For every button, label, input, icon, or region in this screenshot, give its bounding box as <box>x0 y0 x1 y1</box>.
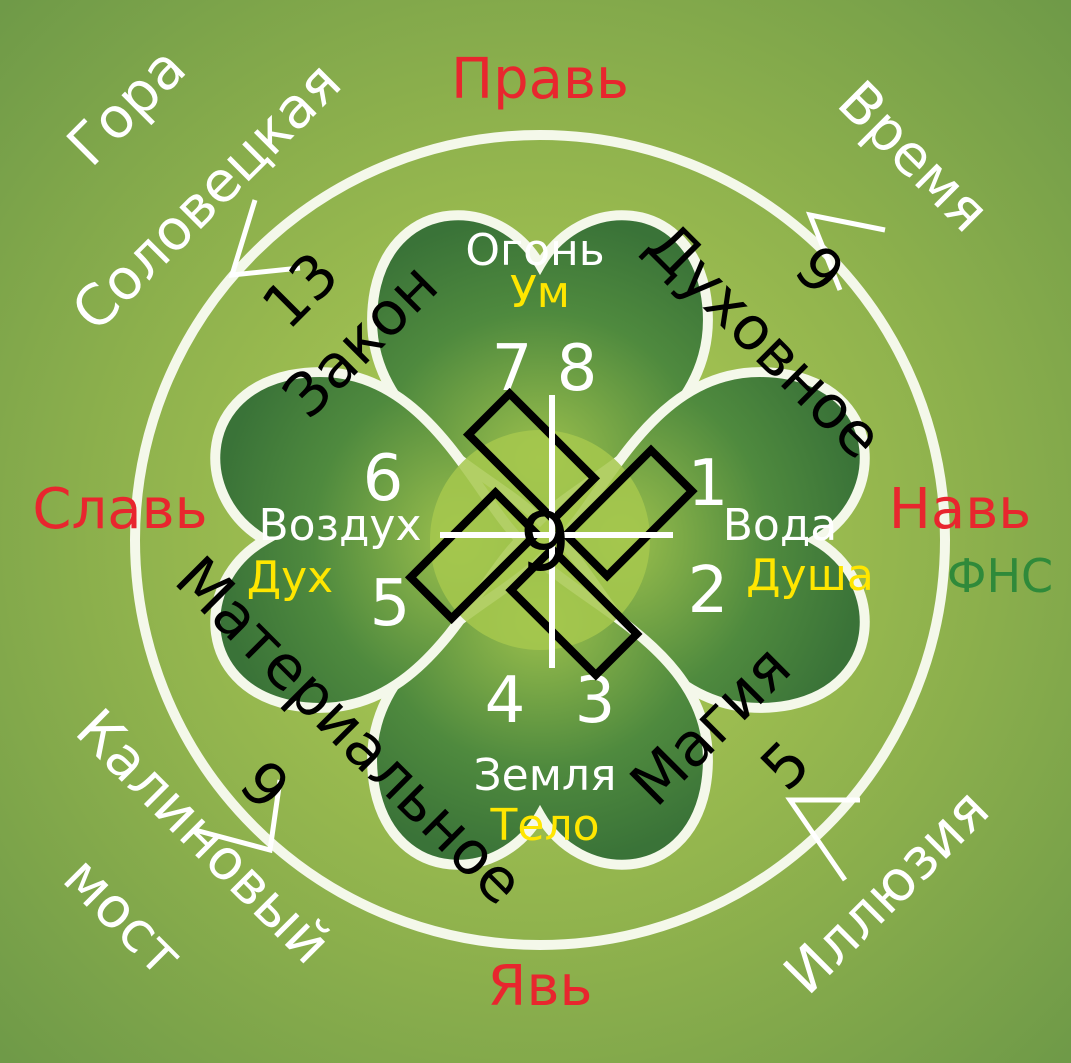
label-nav: Навь <box>889 477 1031 542</box>
number-4: 4 <box>485 664 526 738</box>
number-2: 2 <box>688 554 729 628</box>
label-dukh: Дух <box>247 552 333 603</box>
ring-arrows <box>194 199 886 882</box>
number-5: 5 <box>370 567 411 641</box>
label-um: Ум <box>510 267 570 318</box>
label-yav: Явь <box>488 954 593 1019</box>
label-dusha: Душа <box>746 550 874 601</box>
label-zemlya: Земля <box>473 750 616 801</box>
watermark-fns: ФНС <box>947 549 1053 603</box>
label-voda: Вода <box>723 500 838 551</box>
label-telo: Тело <box>490 800 600 851</box>
number-6: 6 <box>363 442 404 516</box>
number-8: 8 <box>557 332 598 406</box>
label-prav: Правь <box>451 47 629 112</box>
white-cross <box>440 395 673 668</box>
label-vozdukh: Воздух <box>258 500 421 551</box>
center-number: 9 <box>520 496 571 589</box>
outer-ring <box>130 130 950 950</box>
label-ogon: Огонь <box>465 225 604 276</box>
label-slav: Славь <box>32 477 207 542</box>
number-1: 1 <box>688 447 729 521</box>
